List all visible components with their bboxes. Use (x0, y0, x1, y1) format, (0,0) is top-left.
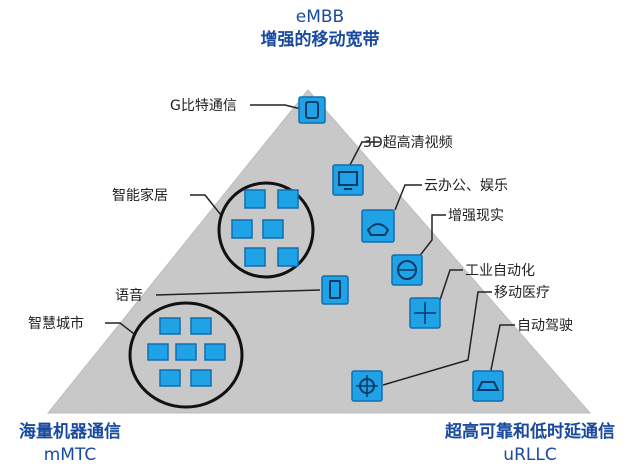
smart-city-icon (147, 317, 226, 387)
connector-voice (155, 289, 321, 296)
urllc-name: 超高可靠和低时延通信 (445, 421, 615, 442)
connector-medical (382, 291, 492, 386)
gamepad-icon (361, 209, 395, 243)
connector-ar (417, 214, 446, 259)
connector-cloud (394, 184, 422, 211)
embb-code: eMBB (296, 7, 344, 27)
label-smartcity: 智慧城市 (28, 315, 84, 332)
label-3d-video: 3D超高清视频 (363, 134, 453, 151)
mmtc-name: 海量机器通信 (19, 421, 121, 442)
label-gbit: G比特通信 (170, 98, 237, 114)
label-cloud: 云办公、娱乐 (424, 178, 508, 194)
arrows-in-icon (409, 297, 441, 329)
smart-home-icon (231, 189, 299, 267)
label-medical: 移动医疗 (494, 285, 550, 301)
label-autodrive: 自动驾驶 (517, 318, 573, 334)
connector-auto (489, 324, 515, 376)
embb-name: 增强的移动宽带 (261, 29, 380, 50)
globe-icon (391, 254, 423, 286)
mmtc-code: mMTC (44, 445, 97, 465)
connector-industry (439, 269, 463, 301)
phone-icon (321, 275, 349, 305)
connector-smarthome (190, 194, 226, 221)
connector-3d (349, 141, 380, 166)
crosshair-icon (351, 370, 383, 402)
storage-icon (298, 96, 326, 124)
urllc-code: uRLLC (503, 445, 556, 465)
icon-boxes (147, 96, 504, 402)
usage-triangle (46, 89, 592, 414)
label-ar: 增强现实 (448, 208, 504, 224)
tv-icon (332, 164, 364, 196)
label-voice: 语音 (115, 287, 143, 304)
car-icon (472, 370, 504, 402)
label-smarthome: 智能家居 (112, 187, 168, 204)
label-industry: 工业自动化 (465, 263, 535, 279)
